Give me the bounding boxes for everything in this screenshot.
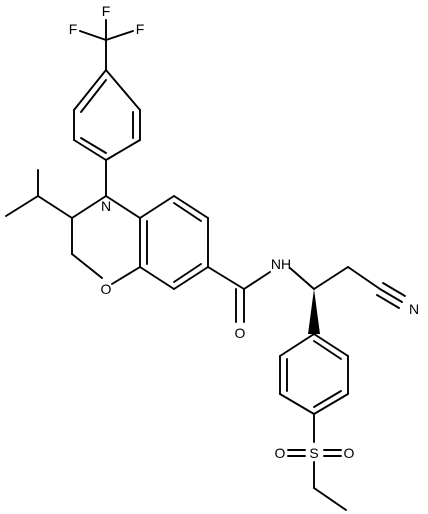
sulfonyl-oxygen-left-label: O (275, 445, 286, 461)
atom-labels: F F F N O NH O N S O O (69, 3, 419, 461)
nitrile-nitrogen-label: N (409, 301, 419, 317)
fused-benzene-ring (139, 195, 209, 290)
fluorine-top-label: F (102, 3, 111, 19)
ring-nitrogen-label: N (101, 198, 111, 214)
isopropyl-group (5, 169, 73, 219)
sulfur-label: S (309, 445, 318, 461)
benzoxazine-ring (71, 195, 141, 285)
carbonyl-oxygen-label: O (235, 325, 246, 341)
ethylsulfonyl-group (287, 449, 347, 511)
amide-nh-label: NH (271, 256, 291, 272)
fluorine-left-label: F (69, 21, 78, 37)
trifluoromethyl-group (79, 19, 134, 71)
fluorine-right-label: F (136, 21, 145, 37)
amide-group (207, 266, 271, 323)
sulfonyl-oxygen-right-label: O (344, 445, 355, 461)
trifluoromethylphenyl-ring (73, 69, 141, 197)
ethylsulfonylphenyl-ring (279, 333, 349, 443)
cyanoethyl-chain (289, 266, 406, 334)
ring-oxygen-label: O (101, 281, 112, 297)
stereo-wedge-bond (308, 289, 320, 334)
